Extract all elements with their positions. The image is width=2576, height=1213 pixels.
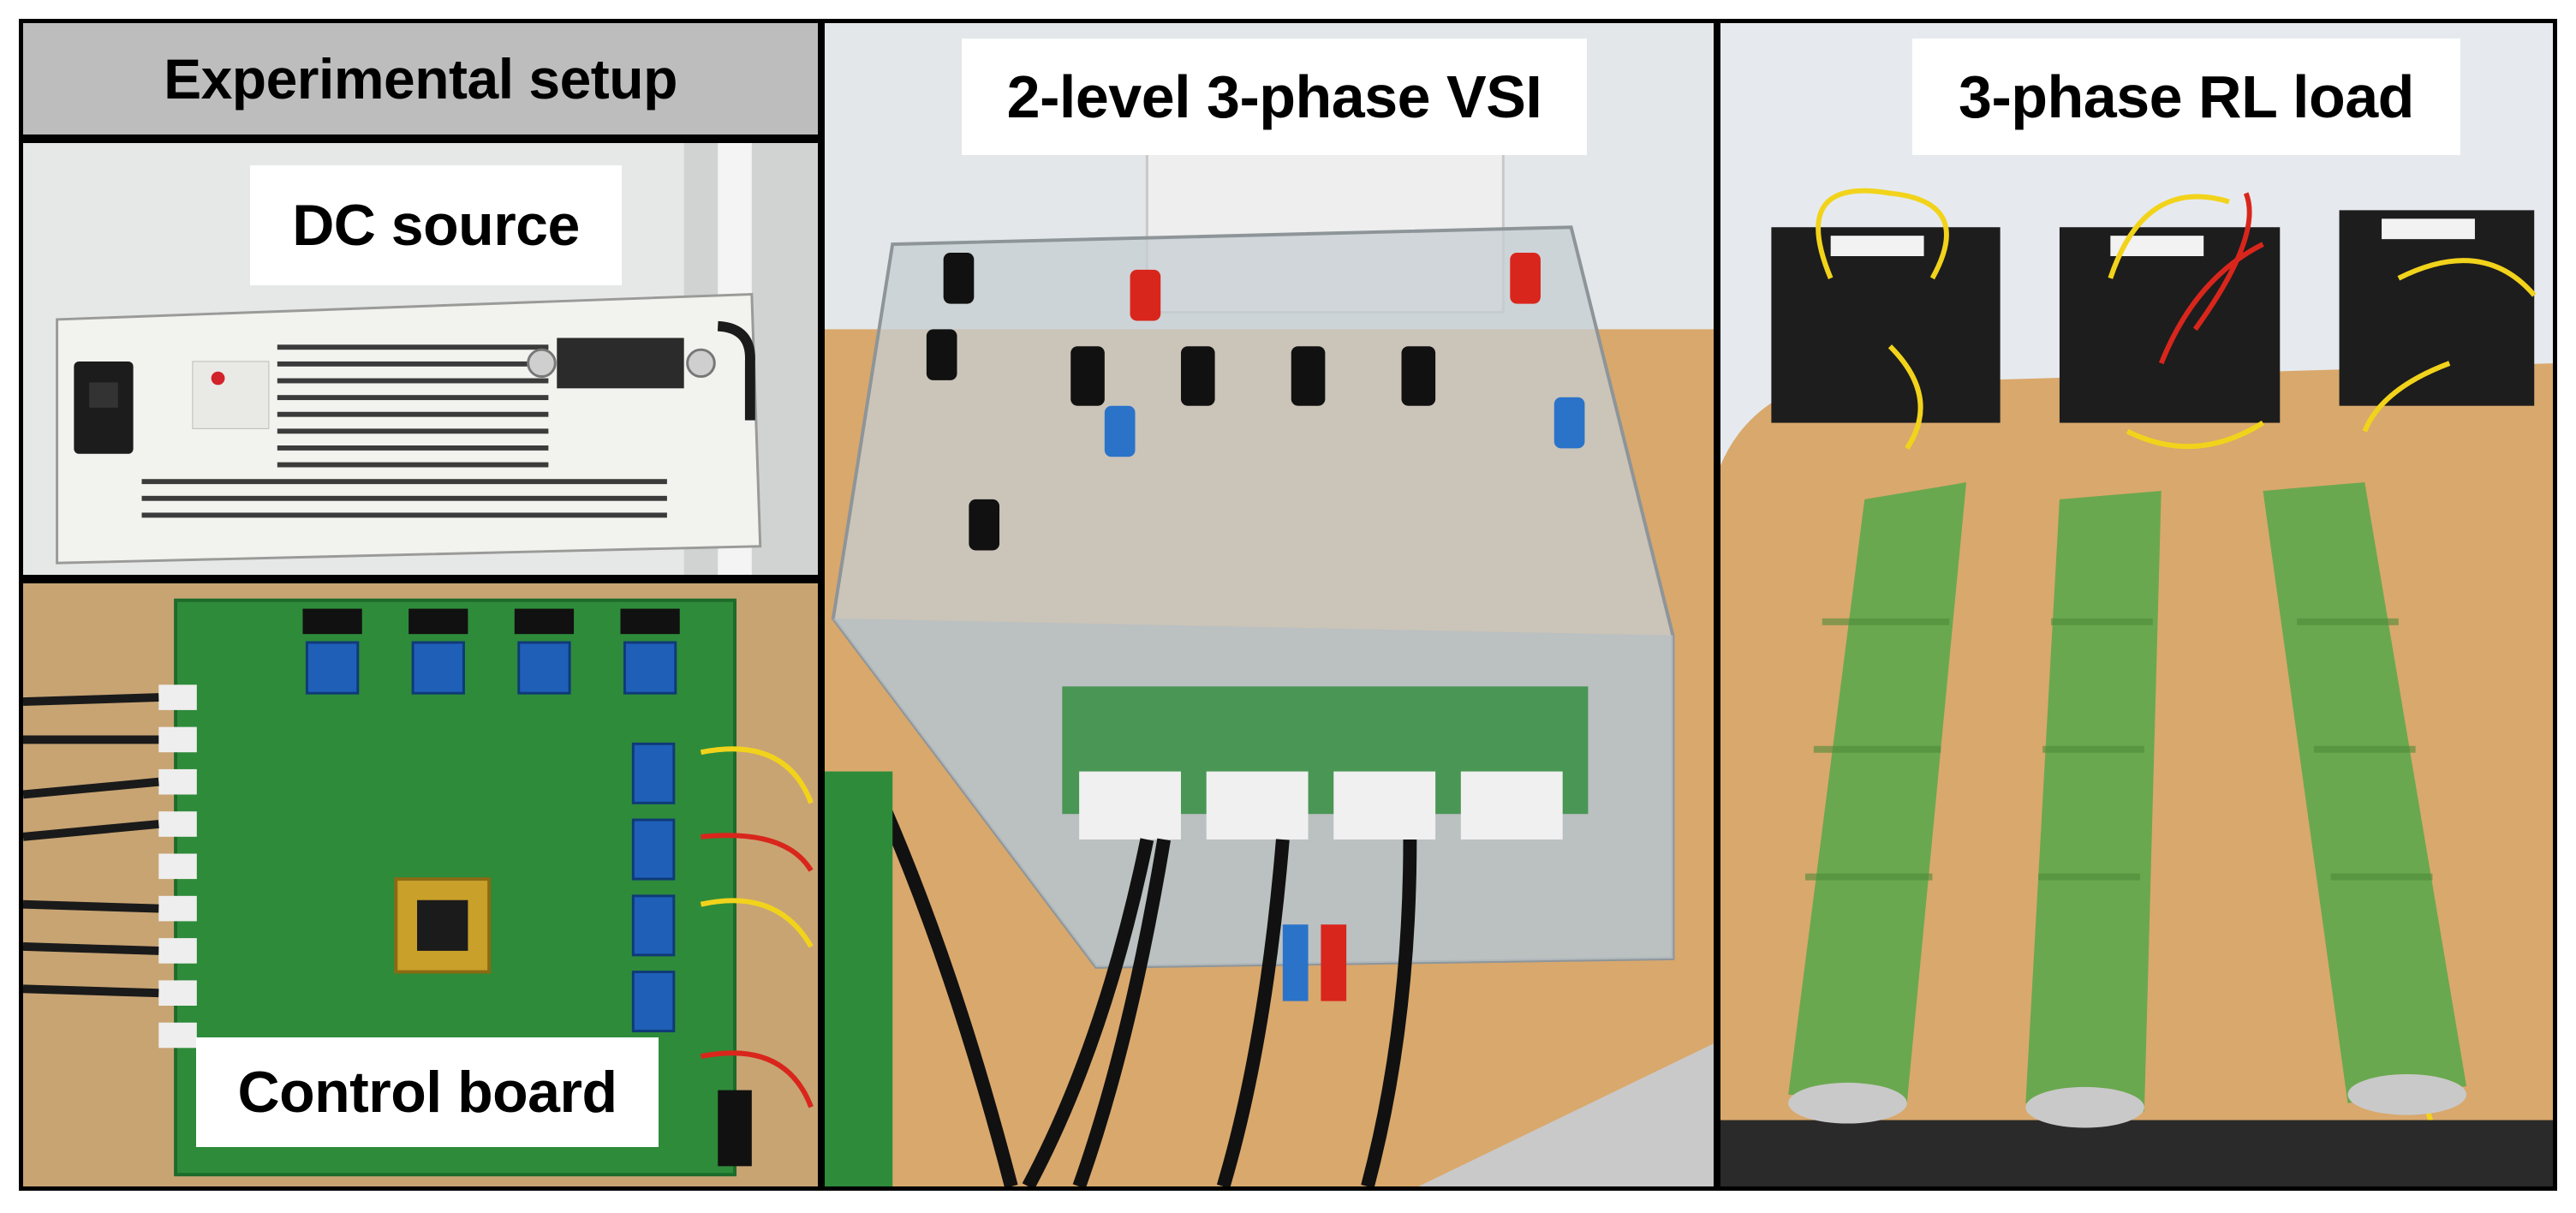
rl-load-image bbox=[1720, 23, 2553, 1186]
dc-source-photo: DC source bbox=[19, 139, 822, 579]
experimental-setup-header: Experimental setup bbox=[19, 19, 822, 139]
control-board-photo: Control board bbox=[19, 579, 822, 1191]
experimental-setup-title: Experimental setup bbox=[164, 47, 677, 111]
vsi-image bbox=[825, 23, 1714, 1186]
rl-load-label: 3-phase RL load bbox=[1912, 39, 2460, 155]
dc-source-label: DC source bbox=[250, 165, 622, 285]
control-board-label-text: Control board bbox=[237, 1060, 617, 1125]
vsi-label-text: 2-level 3-phase VSI bbox=[1006, 63, 1542, 130]
dc-source-label-text: DC source bbox=[292, 193, 580, 258]
control-board-label: Control board bbox=[196, 1037, 659, 1147]
vsi-photo: 2-level 3-phase VSI bbox=[820, 19, 1718, 1191]
rl-load-photo: 3-phase RL load bbox=[1716, 19, 2557, 1191]
vsi-label: 2-level 3-phase VSI bbox=[962, 39, 1587, 155]
rl-load-label-text: 3-phase RL load bbox=[1959, 63, 2414, 130]
